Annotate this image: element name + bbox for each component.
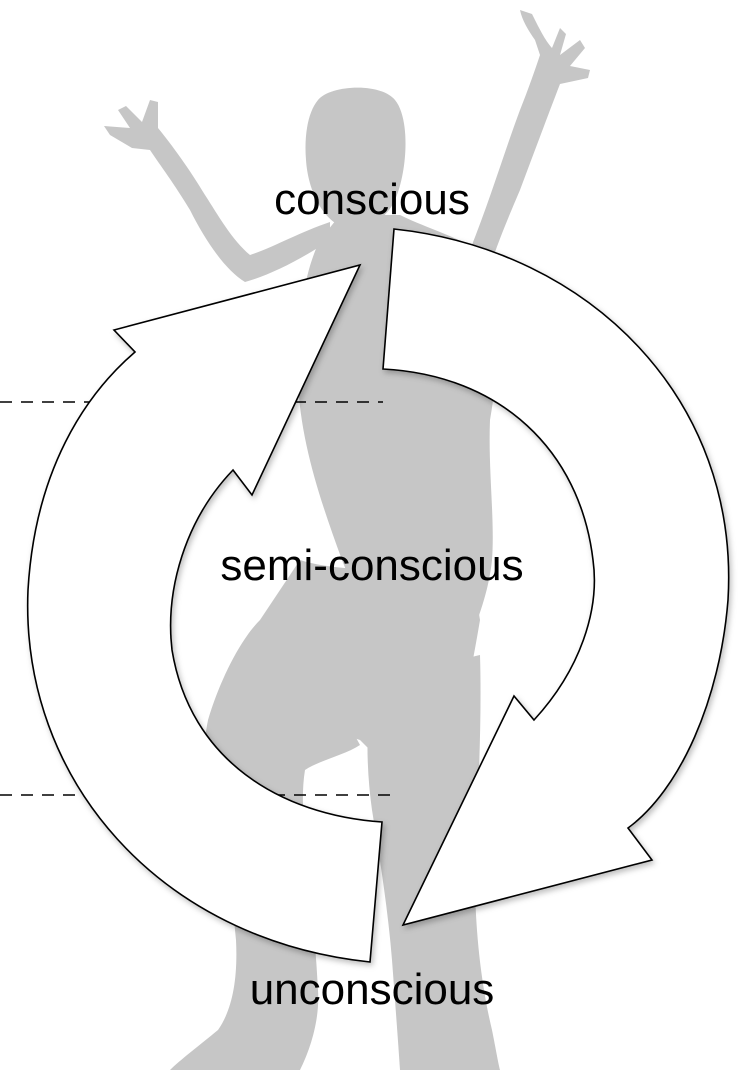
silhouette-left-arm — [104, 100, 330, 282]
label-semi-conscious: semi-conscious — [220, 541, 523, 590]
silhouette-head — [305, 87, 406, 229]
right-cycle-arrow — [382, 228, 730, 927]
left-cycle-arrow — [26, 263, 383, 963]
label-unconscious: unconscious — [250, 965, 495, 1014]
silhouette-right-arm — [470, 10, 590, 268]
label-conscious: conscious — [274, 175, 470, 224]
